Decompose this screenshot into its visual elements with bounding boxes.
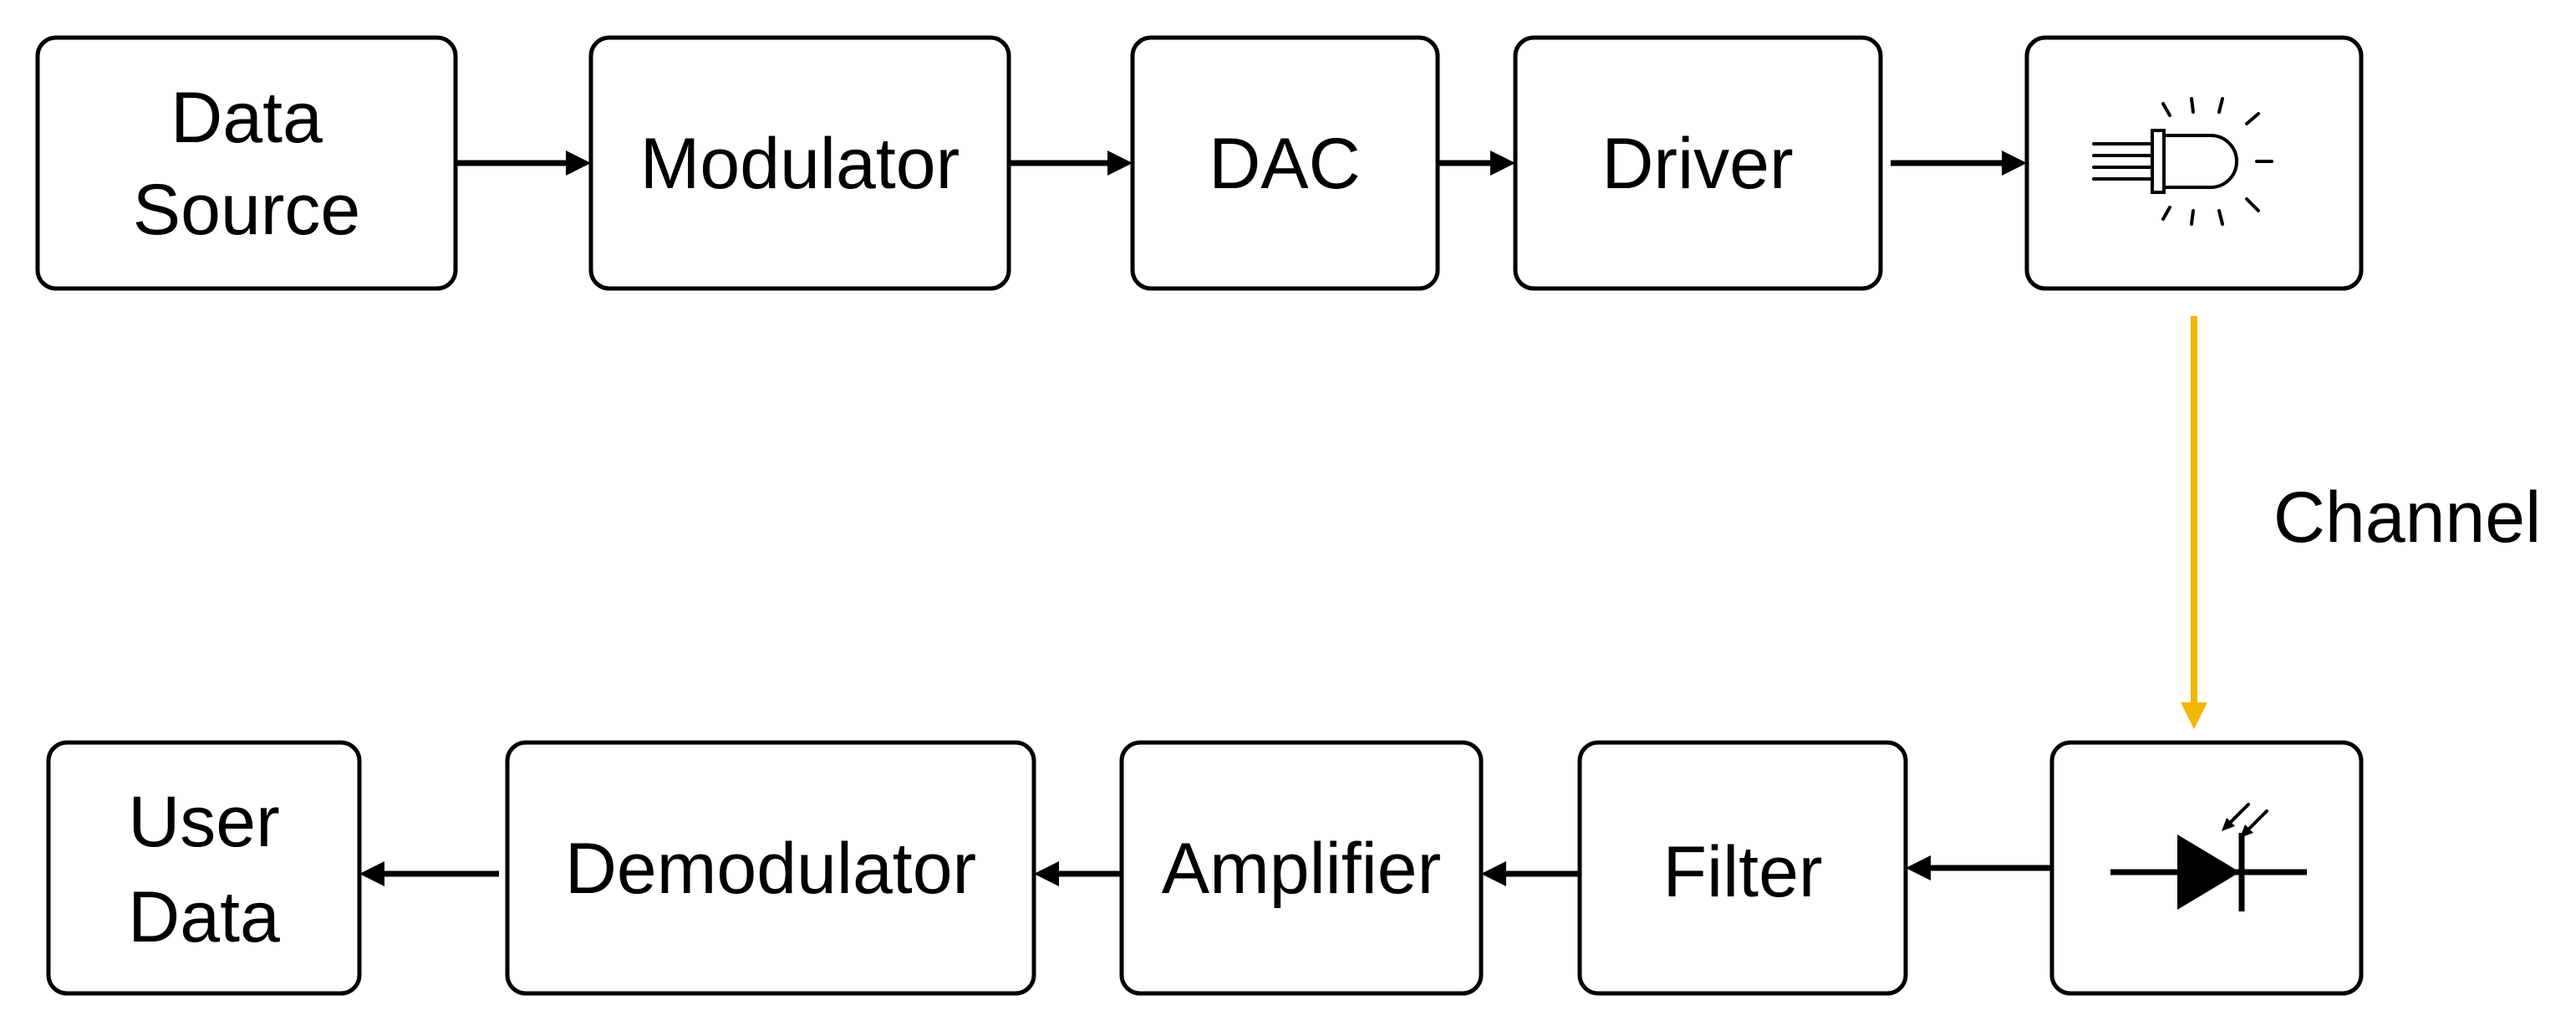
user-data-label-line1: User: [128, 782, 280, 862]
channel-arrow: [2181, 316, 2207, 729]
data-source-label-line1: Data: [171, 78, 323, 158]
arrow-modulator-to-dac: [1009, 151, 1133, 176]
channel-label: Channel: [2273, 477, 2541, 558]
led-icon: [2092, 97, 2273, 226]
arrow-amplifier-to-demodulator: [1034, 861, 1122, 886]
dac-label: DAC: [1209, 124, 1361, 204]
data-source-block: Data Source: [35, 35, 458, 291]
arrow-driver-to-led: [1891, 151, 2027, 176]
amplifier-block: Amplifier: [1119, 740, 1484, 996]
arrow-photodiode-to-filter: [1906, 855, 2052, 880]
photodiode-icon: [2110, 803, 2307, 911]
arrow-filter-to-amplifier: [1481, 861, 1580, 886]
modulator-block: Modulator: [588, 35, 1011, 291]
arrow-datasource-to-modulator: [456, 151, 591, 176]
filter-block: Filter: [1577, 740, 1908, 996]
dac-block: DAC: [1130, 35, 1440, 291]
arrow-demodulator-to-userdata: [359, 861, 499, 886]
demodulator-label: Demodulator: [565, 829, 976, 909]
modulator-label: Modulator: [640, 124, 960, 204]
filter-label: Filter: [1662, 832, 1822, 912]
demodulator-block: Demodulator: [505, 740, 1036, 996]
amplifier-label: Amplifier: [1162, 829, 1442, 909]
data-source-label-line2: Source: [133, 170, 361, 250]
driver-label: Driver: [1601, 124, 1793, 204]
arrow-dac-to-driver: [1438, 151, 1515, 176]
channel-arrow-head: [2181, 702, 2207, 729]
led-block: [2024, 35, 2364, 291]
driver-block: Driver: [1513, 35, 1883, 291]
user-data-block: User Data: [46, 740, 362, 996]
user-data-label-line2: Data: [128, 877, 280, 957]
